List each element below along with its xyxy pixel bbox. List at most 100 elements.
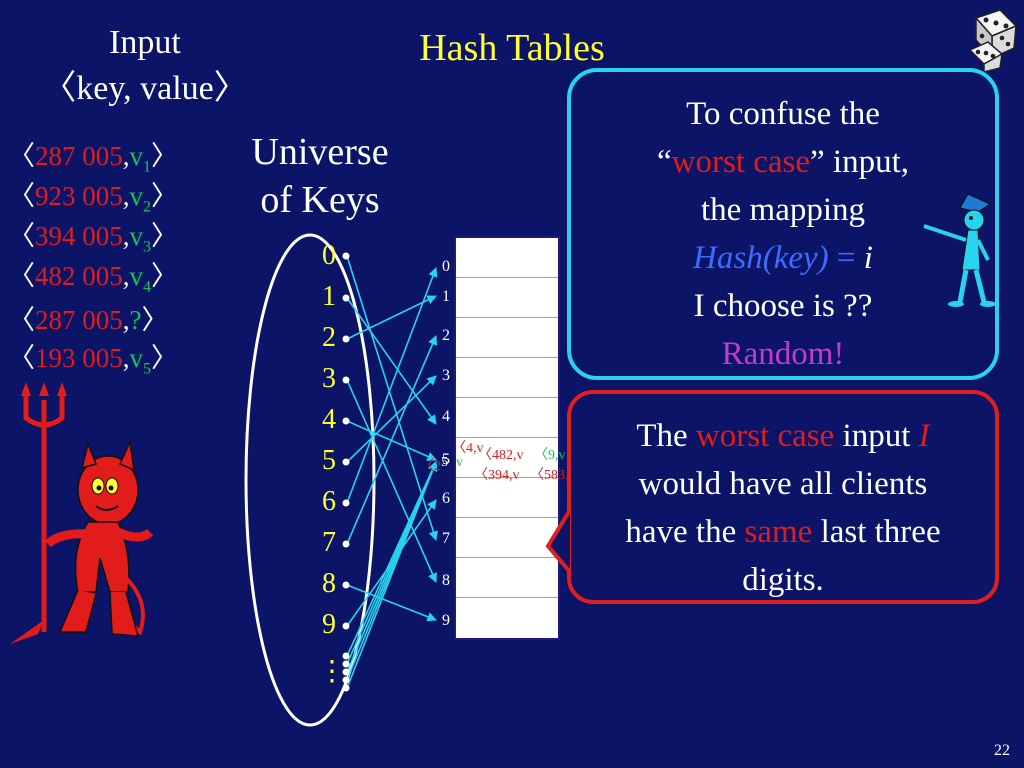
slot-index: 9	[442, 612, 450, 629]
universe-key: 3	[322, 363, 336, 394]
slot-index: 4	[442, 408, 450, 425]
arrow-key3-to-slot8	[346, 379, 437, 583]
universe-key: 8	[322, 568, 336, 599]
input-pair: 〈287 005,v1〉	[8, 141, 178, 176]
key-dot	[342, 252, 350, 260]
slot-index: 2	[442, 327, 450, 344]
worst-case-emphasis: worst case	[671, 144, 811, 180]
hash-formula: Hash(key) = i	[693, 240, 873, 276]
callout-random-mapping: To confuse the “worst case” input, the m…	[567, 68, 999, 380]
slot-index: 5	[442, 451, 450, 468]
input-pair: 〈482 005,v4〉	[8, 261, 178, 296]
input-heading: Input 〈key, value〉	[40, 20, 250, 112]
slide-title: Hash Tables	[419, 27, 605, 69]
slot-index: 0	[442, 258, 450, 275]
universe-key: 2	[322, 322, 336, 353]
callout-worst-case: The worst case input I would have all cl…	[567, 390, 999, 604]
arrow-key7-to-slot2	[346, 335, 438, 545]
input-pair: 〈287 005,?〉	[8, 305, 169, 335]
input-value-sub: 2	[143, 198, 151, 216]
slot-index: 8	[442, 572, 450, 589]
chain-fragment: v	[456, 455, 463, 470]
callout-line: the mapping	[700, 192, 866, 228]
hash-table	[454, 236, 560, 640]
universe-label-line2: of Keys	[260, 179, 380, 221]
key-dot	[342, 660, 350, 668]
devil-icon	[10, 382, 154, 644]
input-heading-line1: Input	[109, 24, 181, 61]
arrow-key2-to-slot1	[346, 295, 437, 340]
key-dot	[342, 684, 350, 692]
input-key: 394 005	[35, 221, 123, 251]
slot-index: 3	[442, 367, 450, 384]
callout-line: would have all clients	[638, 466, 928, 502]
input-heading-line2: 〈key, value〉	[42, 70, 248, 107]
arrow-key5-to-slot3	[346, 375, 437, 463]
hash-slot	[456, 318, 558, 358]
chain-fragment: 5	[441, 455, 448, 470]
callout-line: To confuse the	[686, 96, 880, 132]
input-key: 193 005	[35, 343, 123, 373]
chain-fragment: 〈4,v	[452, 441, 484, 456]
key-dot	[342, 458, 350, 466]
chain-fragment: 〈2	[420, 459, 441, 474]
input-value: v	[129, 221, 144, 251]
worst-case-emphasis: worst case	[695, 418, 835, 454]
universe-key: 9	[322, 609, 336, 640]
hash-slot	[456, 438, 558, 478]
input-key: 287 005	[35, 305, 123, 335]
key-dot	[342, 676, 350, 684]
universe-key: 7	[322, 527, 336, 558]
chain-fragment: 〈9,v	[534, 448, 566, 463]
input-value-sub: 5	[143, 360, 151, 378]
input-key: 482 005	[35, 261, 123, 291]
chain-fragment: 〈482,v	[478, 448, 524, 463]
universe-key: 4	[322, 404, 336, 435]
key-dot	[342, 652, 350, 660]
input-value-sub: 3	[143, 238, 151, 256]
key-dot	[342, 668, 350, 676]
hash-slot	[456, 478, 558, 518]
hash-slot	[456, 518, 558, 558]
same-emphasis: same	[744, 514, 813, 550]
chain-fragment: 〈394,v	[474, 468, 520, 483]
arrow-key1-to-slot4	[346, 297, 437, 425]
arrow-key6-to-slot0	[346, 267, 438, 504]
callout-line: I choose is ??	[693, 288, 873, 324]
arrow-extra-to-slot5	[346, 461, 438, 689]
universe-key: 1	[322, 281, 336, 312]
callout-line: The worst case input I	[636, 418, 930, 454]
universe-key: 5	[322, 445, 336, 476]
slot-index: 6	[442, 490, 450, 507]
input-pair: 〈193 005,v5〉	[8, 343, 178, 378]
hash-slot	[456, 398, 558, 438]
input-value: v	[129, 141, 144, 171]
universe-label-line1: Universe	[251, 131, 389, 173]
hash-slot	[456, 558, 558, 598]
key-dot	[342, 294, 350, 302]
hash-slot	[456, 598, 558, 638]
input-value: v	[129, 261, 144, 291]
callout-line: digits.	[742, 562, 824, 598]
slot-index: 1	[442, 288, 450, 305]
key-dot	[342, 335, 350, 343]
callout-pointer	[545, 508, 572, 574]
page-number: 22	[994, 742, 1010, 759]
hash-slot	[456, 238, 558, 278]
input-value-sub: 1	[143, 158, 151, 176]
input-key: 923 005	[35, 181, 123, 211]
arrow-key8-to-slot9	[346, 584, 437, 622]
input-value: ?	[129, 305, 142, 335]
dice-icon	[968, 9, 1018, 72]
hash-slot	[456, 278, 558, 318]
key-dot	[342, 622, 350, 630]
input-value: v	[129, 343, 144, 373]
input-value-sub: 4	[143, 278, 151, 296]
input-value: v	[129, 181, 144, 211]
key-dot	[342, 581, 350, 589]
input-pair: 〈394 005,v3〉	[8, 221, 178, 256]
input-key: 287 005	[35, 141, 123, 171]
random-answer: Random!	[721, 336, 845, 372]
key-dot	[342, 499, 350, 507]
key-dot	[342, 376, 350, 384]
